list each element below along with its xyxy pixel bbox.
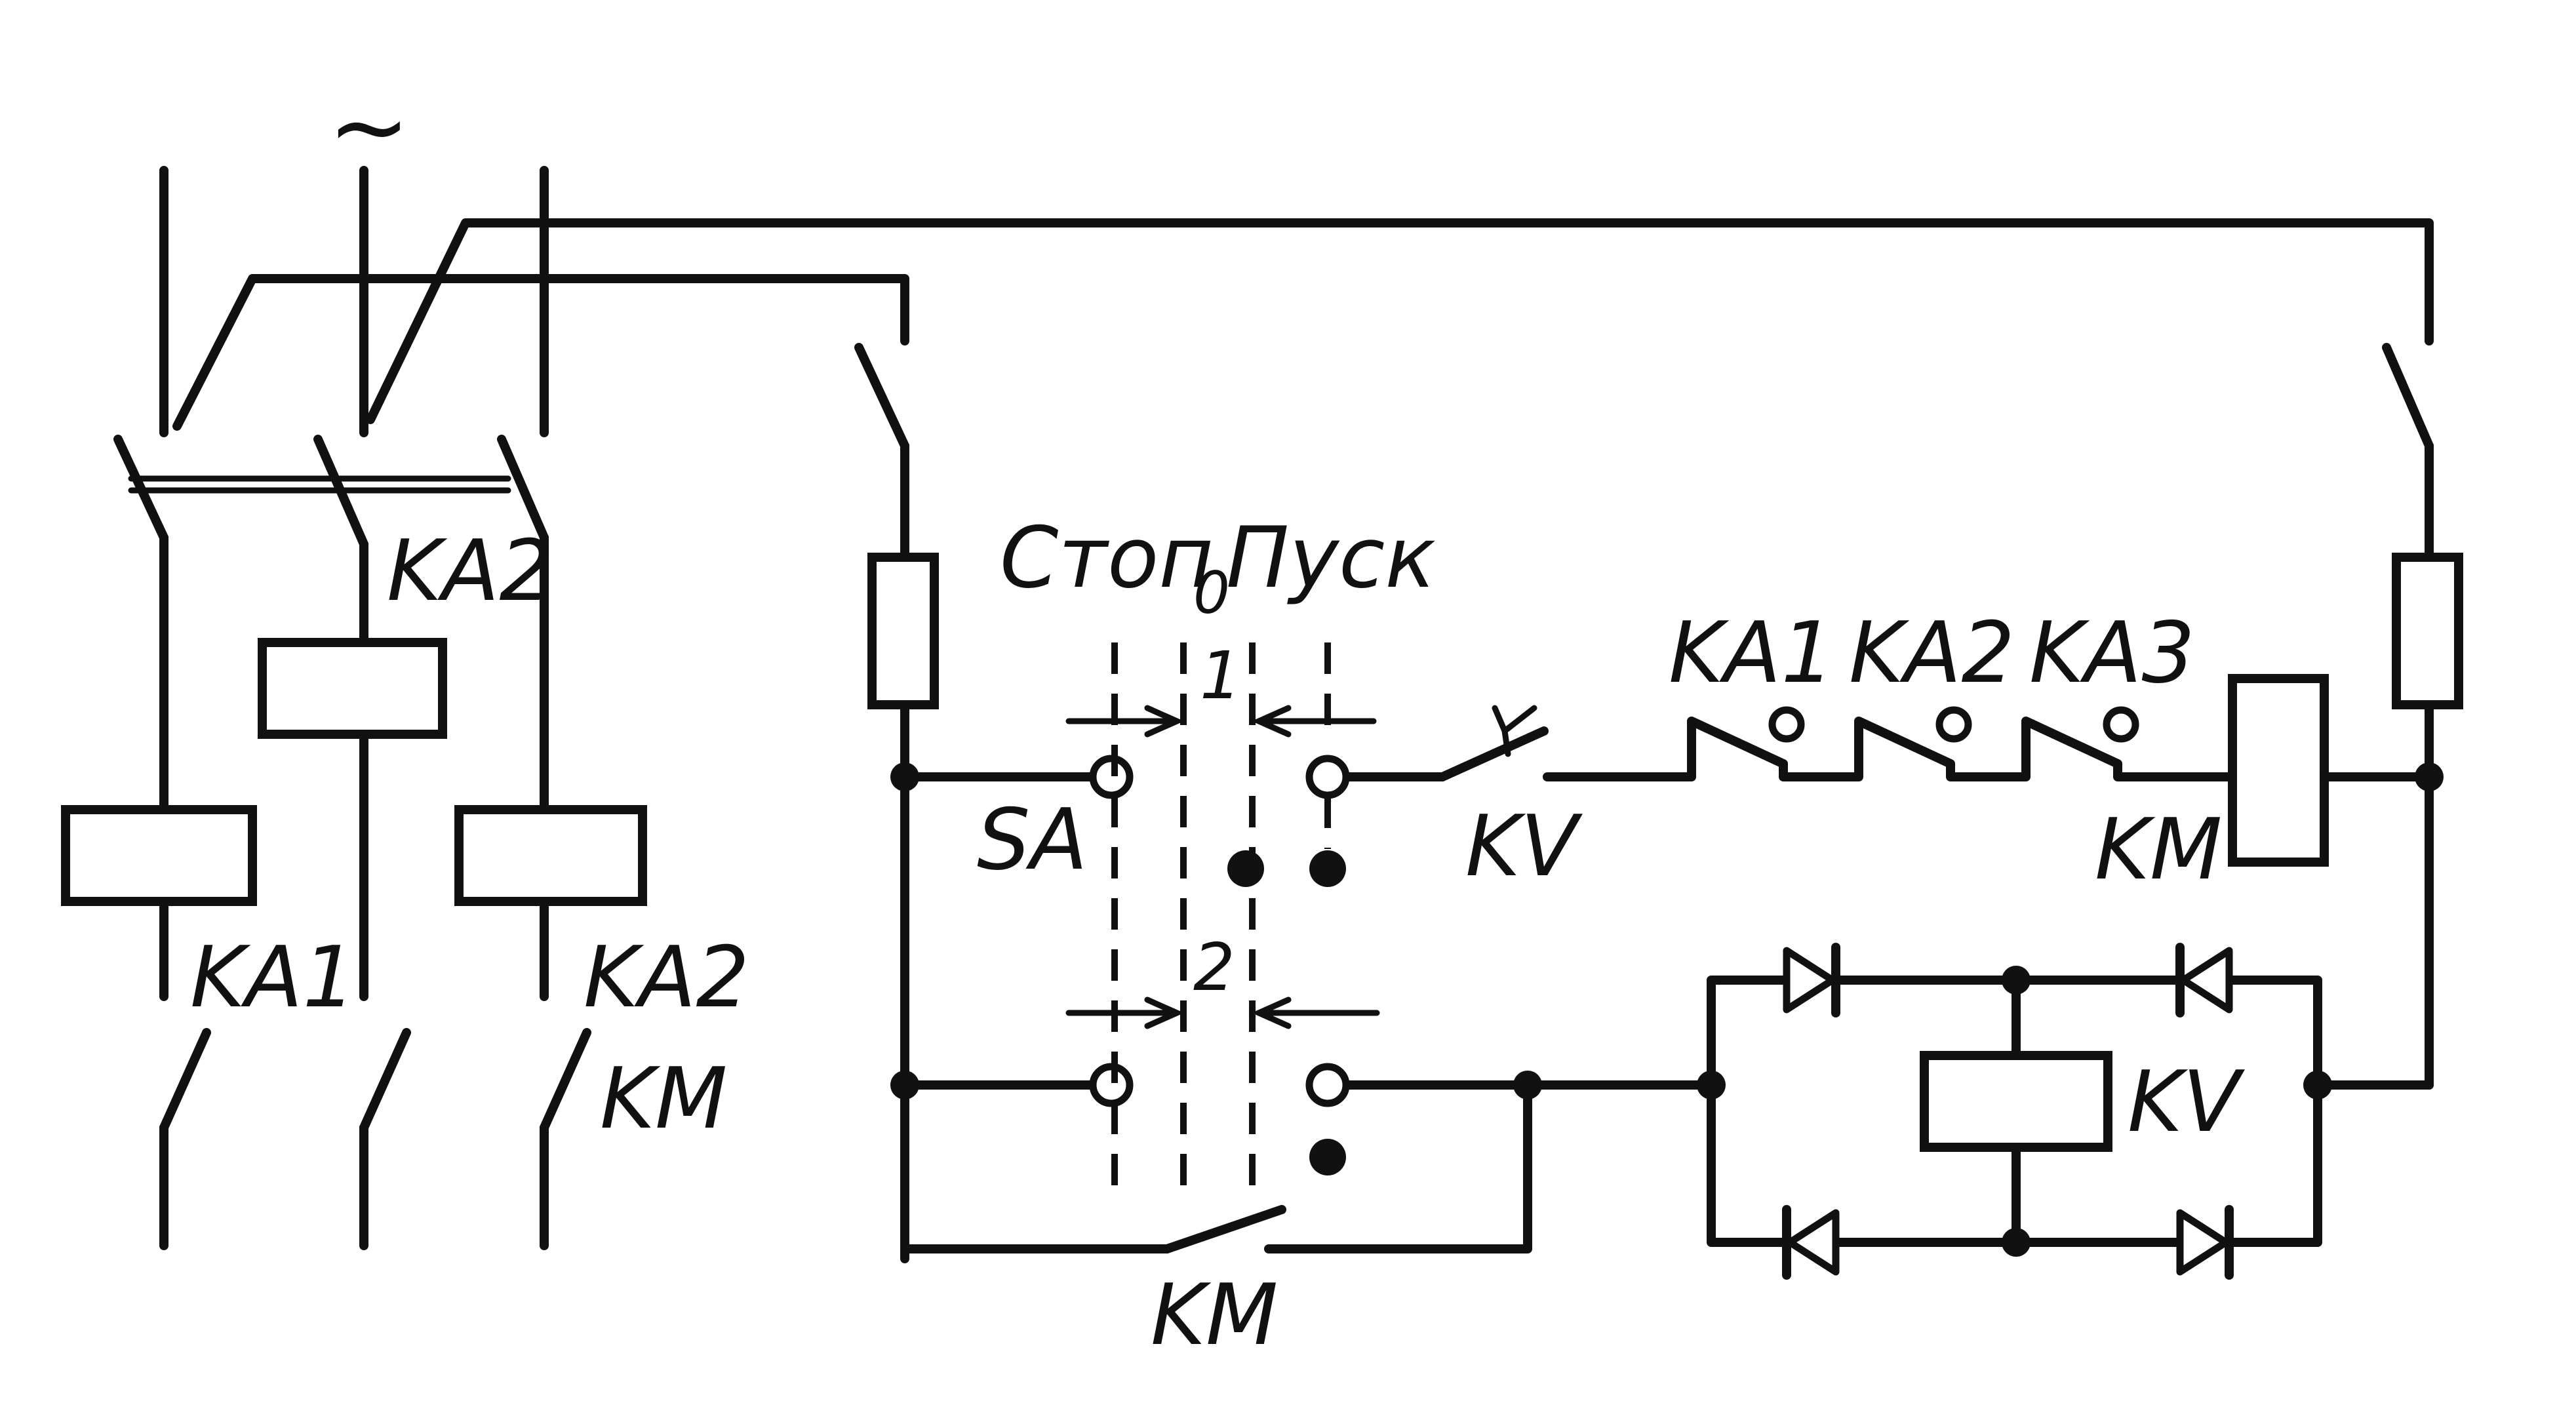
ka1-contact-indicator-icon bbox=[1768, 706, 1805, 743]
label-coil-ka2-top: KA2 bbox=[387, 523, 553, 620]
fuse-left bbox=[867, 553, 939, 709]
label-ka2-contact: KA2 bbox=[1849, 604, 2015, 702]
label-ka1-contact: KA1 bbox=[1669, 604, 1834, 702]
holding-contact-right bbox=[1264, 1080, 1532, 1253]
sa-terminal-lower-right bbox=[1305, 1063, 1350, 1107]
diode-bottom-left-icon bbox=[1786, 1209, 1840, 1276]
coil-kv bbox=[1920, 1051, 2112, 1152]
arrow-icon-2 bbox=[1251, 705, 1292, 738]
arrow-icon-4 bbox=[1251, 996, 1292, 1029]
coil-ka1 bbox=[61, 805, 257, 906]
control-breaker-right bbox=[2382, 343, 2434, 450]
junction-node bbox=[2415, 762, 2444, 791]
diode-bottom-right-icon bbox=[2176, 1209, 2230, 1276]
label-kv-coil: KV bbox=[2128, 1054, 2245, 1151]
control-feed-right bbox=[366, 218, 2434, 424]
label-contact-2: 2 bbox=[1193, 929, 1235, 1006]
fuse-right bbox=[2392, 553, 2463, 709]
sa-terminal-upper-right bbox=[1305, 755, 1350, 799]
coil-ka2-middle bbox=[258, 638, 447, 739]
main-switch-blade-c bbox=[497, 435, 549, 542]
junction-node bbox=[2002, 1228, 2031, 1257]
sa-position-dot-2 bbox=[1309, 850, 1346, 887]
label-main-contacts: KM bbox=[600, 1050, 727, 1148]
label-contact-1: 1 bbox=[1200, 637, 1242, 714]
arrow-icon-1 bbox=[1144, 705, 1185, 738]
diode-top-right-icon bbox=[2179, 947, 2233, 1014]
main-contact-c bbox=[540, 1028, 591, 1132]
junction-node bbox=[890, 1071, 919, 1099]
label-km-coil: KM bbox=[2095, 801, 2222, 899]
kv-contact-blade bbox=[1438, 726, 1549, 781]
relay-contacts-chain bbox=[1543, 717, 2237, 781]
main-contact-b bbox=[359, 1028, 411, 1132]
ka3-contact-indicator-icon bbox=[2103, 706, 2139, 743]
label-switch-start: Пуск bbox=[1226, 509, 1436, 607]
junction-node bbox=[2002, 966, 2031, 995]
coil-ka2-right bbox=[454, 805, 647, 906]
supply-symbol: ~ bbox=[328, 70, 410, 184]
label-selector-sa: SA bbox=[977, 791, 1088, 889]
label-switch-zero: 0 bbox=[1193, 559, 1230, 627]
label-coil-ka2-right: KA2 bbox=[584, 929, 749, 1027]
main-contact-a bbox=[159, 1028, 211, 1132]
control-section: Стоп 0 Пуск 1 2 SA KV KA1 KA2 KA3 KM KV … bbox=[854, 343, 2463, 1364]
control-breaker-left bbox=[854, 343, 909, 450]
arrow-icon-3 bbox=[1144, 996, 1185, 1029]
sa-position-dot-3 bbox=[1309, 1139, 1346, 1175]
sa-position-dot-1 bbox=[1227, 850, 1264, 887]
ka2-contact-indicator-icon bbox=[1935, 706, 1972, 743]
label-kv-contact: KV bbox=[1465, 798, 1583, 896]
holding-contact-left bbox=[900, 1080, 1172, 1253]
label-switch-stop: Стоп bbox=[1000, 509, 1214, 607]
junction-node bbox=[890, 762, 919, 791]
coil-km bbox=[2228, 674, 2329, 867]
control-feed-left bbox=[172, 274, 909, 431]
label-km-holding: KM bbox=[1151, 1267, 1278, 1364]
label-ka3-contact: KA3 bbox=[2029, 604, 2195, 702]
label-coil-ka1: KA1 bbox=[190, 929, 356, 1027]
power-section: ~ KA2 KA1 KA2 KM bbox=[61, 70, 2434, 1250]
junction-node bbox=[2303, 1071, 2332, 1099]
kv-contact-hook-icon bbox=[1492, 705, 1537, 757]
junction-node bbox=[1697, 1071, 1726, 1099]
holding-contact-blade bbox=[1162, 1205, 1286, 1253]
junction-node bbox=[1513, 1071, 1542, 1099]
diode-top-left-icon bbox=[1783, 947, 1836, 1014]
